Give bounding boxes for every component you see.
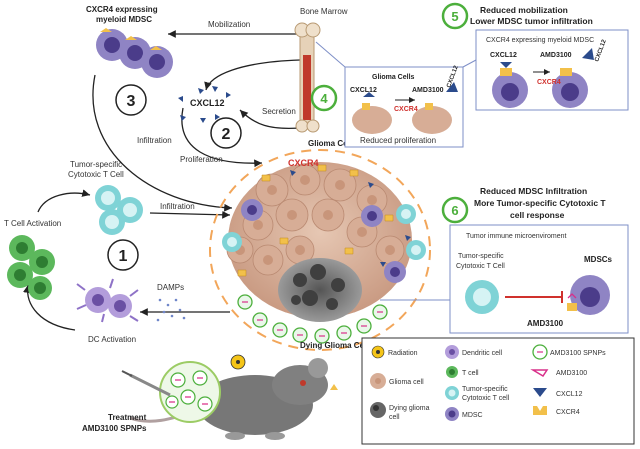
- step-2: 2: [210, 117, 242, 149]
- legend-radiation: Radiation: [388, 350, 418, 357]
- mdsc-title-2: myeloid MDSC: [96, 15, 152, 24]
- panel5-heading-1: Reduced mobilization: [480, 5, 568, 15]
- step-6: 6: [441, 196, 469, 224]
- damps-label: DAMPs: [157, 283, 184, 292]
- tcell-activation-arrow: [37, 189, 91, 213]
- dc-activation-label: DC Activation: [88, 335, 136, 344]
- mobilization-label: Mobilization: [208, 20, 250, 29]
- panel-4: [344, 66, 464, 148]
- panel5-title: CXCR4 expressing myeloid MDSC: [486, 37, 594, 44]
- syringe-icon: [121, 370, 171, 397]
- panel6-title: Tumor immune microenviroment: [466, 233, 567, 240]
- infiltration-top-label: Infiltration: [137, 136, 172, 145]
- legend-dying-2: cell: [389, 414, 400, 421]
- legend-spnps: AMD3100 SPNPs: [550, 350, 606, 357]
- svg-text:5: 5: [451, 9, 458, 24]
- spnp-zoom: [159, 361, 221, 423]
- treatment-label-2: AMD3100 SPNPs: [82, 424, 147, 433]
- step-5: 5: [441, 2, 469, 30]
- cxcr4-label: CXCR4: [288, 158, 319, 168]
- panel4-title: Glioma Cells: [372, 74, 415, 81]
- bone-marrow-label: Bone Marrow: [300, 7, 348, 16]
- cxcl12-label: CXCL12: [190, 98, 225, 108]
- damps-dots: [156, 298, 186, 322]
- cxcl12-molecules: [178, 86, 231, 123]
- legend-cxcr4: CXCR4: [556, 409, 580, 416]
- svg-text:2: 2: [222, 126, 231, 143]
- cytotoxic-t-cells: [95, 185, 143, 235]
- dying-glioma-label: Dying Glioma Cells: [300, 341, 373, 350]
- tumor-mass: [209, 149, 431, 351]
- legend-amd3100: AMD3100: [556, 370, 587, 377]
- legend-glioma: Glioma cell: [389, 379, 424, 386]
- mdsc-cluster: [96, 28, 173, 78]
- panel6-tcell-2: Cytotoxic T Cell: [456, 263, 505, 270]
- panel-5: [475, 29, 629, 111]
- t-cell-activation-label: T Cell Activation: [4, 219, 61, 228]
- step-1: 1: [107, 239, 139, 271]
- panel5-cxcl12: CXCL12: [490, 52, 517, 59]
- panel5-heading-2: Lower MDSC tumor infiltration: [470, 16, 593, 26]
- radiation-icon: [230, 354, 246, 370]
- tumor-specific-label-2: Cytotoxic T Cell: [68, 170, 124, 179]
- legend-dendritic: Dendritic cell: [462, 350, 503, 357]
- glioma-cells-label: Glioma Cells: [308, 139, 357, 148]
- proliferation-label: Proliferation: [180, 155, 223, 164]
- panel4-cxcr4: CXCR4: [394, 106, 418, 113]
- svg-text:4: 4: [320, 91, 328, 106]
- step-3: 3: [115, 84, 147, 116]
- svg-text:3: 3: [127, 93, 136, 110]
- t-cells-activated: [7, 235, 55, 300]
- legend-tumor-t-1: Tumor-specific: [462, 386, 508, 393]
- bonemarrow-to-cxcl12-arrow: [204, 59, 301, 91]
- panel4-amd3100: AMD3100: [412, 87, 444, 94]
- legend-tumor-t-2: Cytotoxic T cell: [462, 395, 510, 402]
- panel6-amd3100: AMD3100: [527, 319, 564, 328]
- svg-text:1: 1: [119, 248, 128, 265]
- mouse-illustration: [129, 358, 338, 440]
- panel5-cxcr4: CXCR4: [537, 79, 561, 86]
- infiltration-mid-label: Infiltration: [160, 202, 195, 211]
- dc-to-tcell-arrow: [22, 284, 76, 331]
- panel4-cxcl12: CXCL12: [350, 87, 377, 94]
- legend-tcell: T cell: [462, 370, 479, 377]
- panel-connectors: [315, 41, 477, 301]
- legend-dying-1: Dying glioma: [389, 405, 430, 412]
- legend-mdsc: MDSC: [462, 412, 483, 419]
- treatment-label-1: Treatment: [108, 413, 147, 422]
- panel4-caption: Reduced proliferation: [360, 136, 436, 145]
- panel6-tcell-1: Tumor-specific: [458, 253, 504, 260]
- bone-marrow: [294, 22, 321, 133]
- svg-text:6: 6: [451, 203, 458, 218]
- infiltration-top-arrow: [92, 74, 233, 212]
- panel6-heading-2: More Tumor-specific Cytotoxic T: [474, 198, 606, 208]
- secretion-arrow: [239, 109, 301, 130]
- step-4: 4: [310, 84, 338, 112]
- tumor-specific-label-1: Tumor-specific: [70, 160, 122, 169]
- panel-6: [449, 224, 629, 334]
- secretion-label: Secretion: [262, 107, 296, 116]
- legend: [361, 337, 635, 445]
- dendritic-cells: [76, 278, 139, 323]
- panel5-amd3100: AMD3100: [540, 52, 572, 59]
- legend-cxcl12: CXCL12: [556, 391, 583, 398]
- panel6-heading-1: Reduced MDSC Infiltration: [480, 186, 587, 196]
- mdsc-title-1: CXCR4 expressing: [86, 5, 158, 14]
- panel6-heading-3: cell response: [510, 210, 565, 220]
- panel6-mdscs: MDSCs: [584, 255, 613, 264]
